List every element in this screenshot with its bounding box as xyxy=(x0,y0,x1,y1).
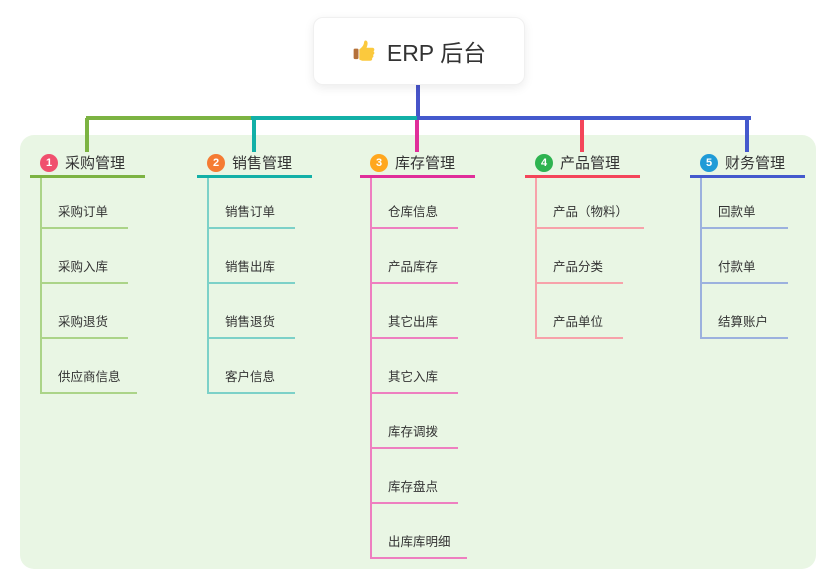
branch-children: 仓库信息 产品库存 其它出库 其它入库 库存调拨 库存盘点 出库库明细 xyxy=(360,178,475,559)
child-node[interactable]: 回款单 xyxy=(700,201,788,229)
branch-children: 采购订单 采购入库 采购退货 供应商信息 xyxy=(30,178,145,394)
child-node[interactable]: 仓库信息 xyxy=(370,201,458,229)
child-node[interactable]: 供应商信息 xyxy=(40,366,137,394)
child-node[interactable]: 销售退货 xyxy=(207,311,295,339)
root-connector-line xyxy=(416,83,420,117)
connector-line-sales xyxy=(251,116,419,120)
child-node[interactable]: 付款单 xyxy=(700,256,788,284)
branch-title-sales[interactable]: 2 销售管理 xyxy=(197,150,312,178)
child-node[interactable]: 销售出库 xyxy=(207,256,295,284)
branch-number-badge: 3 xyxy=(370,153,388,172)
root-node[interactable]: ERP 后台 xyxy=(313,17,525,85)
branch-children: 销售订单 销售出库 销售退货 客户信息 xyxy=(197,178,312,394)
child-node[interactable]: 采购入库 xyxy=(40,256,128,284)
branch-drop-line xyxy=(252,118,256,152)
thumbs-up-icon xyxy=(353,40,375,61)
child-node[interactable]: 结算账户 xyxy=(700,311,788,339)
child-node[interactable]: 其它出库 xyxy=(370,311,458,339)
branch-label: 采购管理 xyxy=(65,155,126,172)
branch-drop-line xyxy=(745,118,749,152)
branch-label: 财务管理 xyxy=(725,155,786,172)
child-node[interactable]: 产品单位 xyxy=(535,311,623,339)
child-node[interactable]: 库存调拨 xyxy=(370,421,458,449)
child-node[interactable]: 产品分类 xyxy=(535,256,623,284)
child-node[interactable]: 产品（物料） xyxy=(535,201,645,229)
child-node[interactable]: 其它入库 xyxy=(370,366,458,394)
branch-children: 产品（物料） 产品分类 产品单位 xyxy=(525,178,645,339)
child-node[interactable]: 采购退货 xyxy=(40,311,128,339)
branch-number-badge: 4 xyxy=(535,153,553,172)
branch-drop-line xyxy=(85,118,89,152)
branch-purchase: 1 采购管理 采购订单 采购入库 采购退货 供应商信息 xyxy=(30,118,145,394)
branch-inventory: 3 库存管理 仓库信息 产品库存 其它出库 其它入库 库存调拨 库存盘点 出库库… xyxy=(360,118,475,559)
child-node[interactable]: 库存盘点 xyxy=(370,476,458,504)
branch-label: 库存管理 xyxy=(395,155,456,172)
root-node-label: ERP 后台 xyxy=(386,40,487,66)
branch-finance: 5 财务管理 回款单 付款单 结算账户 xyxy=(690,118,805,339)
branch-drop-line xyxy=(415,118,419,152)
branch-title-inventory[interactable]: 3 库存管理 xyxy=(360,150,475,178)
branch-label: 产品管理 xyxy=(560,155,621,172)
mindmap-background-panel xyxy=(20,135,816,569)
branch-number-badge: 5 xyxy=(700,153,718,172)
child-node[interactable]: 产品库存 xyxy=(370,256,458,284)
child-node[interactable]: 出库库明细 xyxy=(370,531,467,559)
branch-product: 4 产品管理 产品（物料） 产品分类 产品单位 xyxy=(525,118,645,339)
branch-children: 回款单 付款单 结算账户 xyxy=(690,178,805,339)
child-node[interactable]: 采购订单 xyxy=(40,201,128,229)
child-node[interactable]: 客户信息 xyxy=(207,366,295,394)
branch-title-finance[interactable]: 5 财务管理 xyxy=(690,150,805,178)
branch-drop-line xyxy=(580,118,584,152)
branch-number-badge: 1 xyxy=(40,153,58,172)
branch-number-badge: 2 xyxy=(207,153,225,172)
branch-title-purchase[interactable]: 1 采购管理 xyxy=(30,150,145,178)
branch-label: 销售管理 xyxy=(232,155,293,172)
connector-line-purchase xyxy=(86,116,253,120)
branch-title-product[interactable]: 4 产品管理 xyxy=(525,150,640,178)
branch-sales: 2 销售管理 销售订单 销售出库 销售退货 客户信息 xyxy=(197,118,312,394)
child-node[interactable]: 销售订单 xyxy=(207,201,295,229)
connector-line-finance xyxy=(417,116,751,120)
